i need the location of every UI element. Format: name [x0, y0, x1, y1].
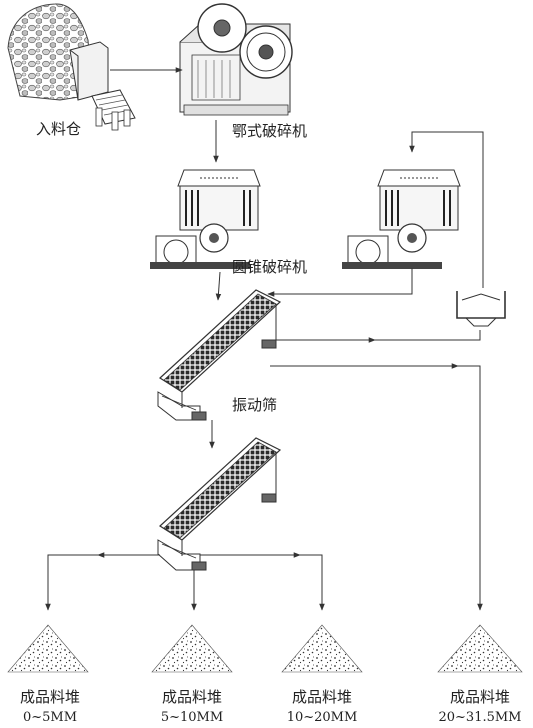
pile-title: 成品料堆 — [19, 688, 80, 706]
pile-0-5 — [7, 624, 89, 673]
pile-20-31-5 — [437, 624, 523, 673]
pile-label-5-10: 成品料堆 5~10MM — [137, 686, 247, 725]
pile-title: 成品料堆 — [449, 688, 510, 706]
pile-5-10 — [151, 624, 233, 673]
pile-label-20-31-5: 成品料堆 20~31.5MM — [425, 686, 533, 725]
cone-crusher-secondary — [342, 169, 461, 269]
pile-size: 5~10MM — [160, 710, 224, 725]
cone-crusher-label: 圆锥破碎机 — [232, 258, 308, 276]
pile-label-10-20: 成品料堆 10~20MM — [267, 686, 377, 725]
pile-title: 成品料堆 — [161, 688, 222, 706]
pile-size: 10~20MM — [286, 710, 358, 725]
feed-bin — [7, 3, 136, 131]
vibrating-screen-2 — [157, 437, 282, 571]
pile-size: 0~5MM — [22, 710, 78, 725]
feed-bin-label: 入料仓 — [36, 120, 82, 138]
vibrating-screen-1 — [157, 289, 282, 421]
jaw-crusher-label: 鄂式破碎机 — [232, 122, 308, 140]
pile-label-0-5: 成品料堆 0~5MM — [0, 686, 105, 725]
pile-size: 20~31.5MM — [438, 710, 522, 725]
cone-crusher-main — [150, 169, 261, 269]
pile-10-20 — [281, 624, 363, 673]
flow-lines — [45, 67, 484, 611]
transfer-hopper — [456, 291, 506, 327]
pile-title: 成品料堆 — [291, 688, 352, 706]
vibrating-screen-label: 振动筛 — [232, 396, 278, 414]
jaw-crusher — [179, 3, 293, 116]
